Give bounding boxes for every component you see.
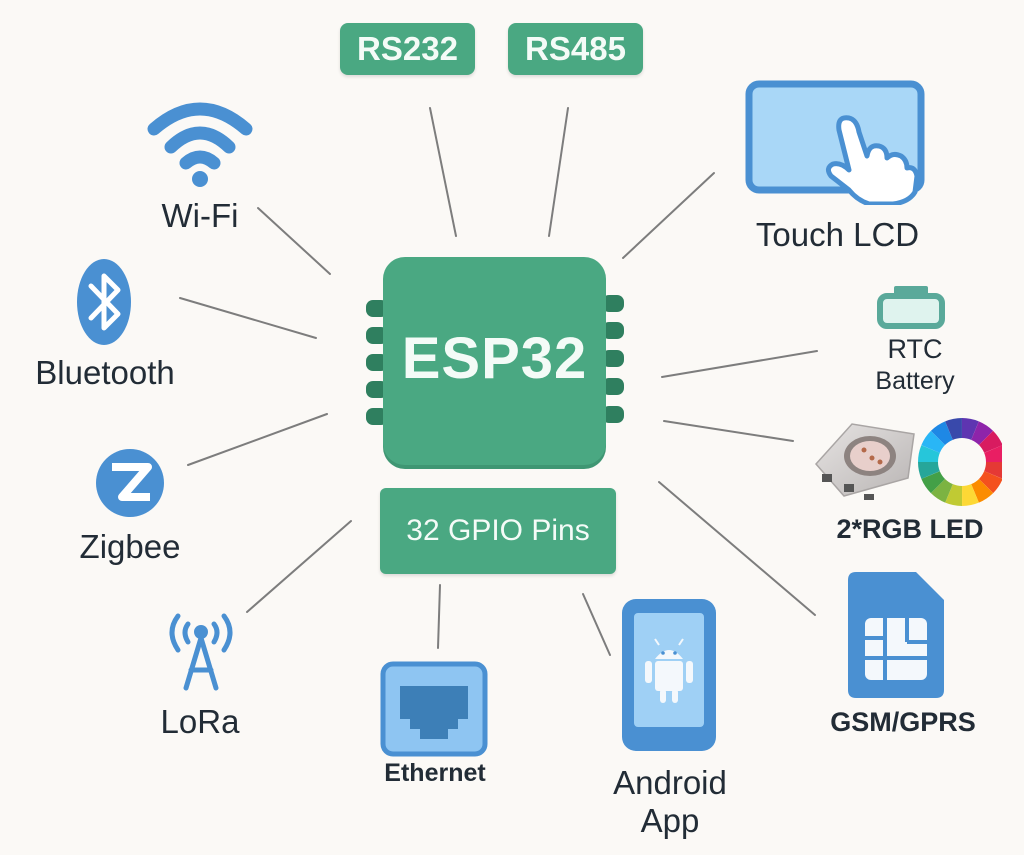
line-rs485: [548, 107, 569, 237]
line-rs232: [429, 107, 457, 237]
chip-pin: [602, 295, 624, 312]
chip-body: ESP32: [383, 257, 606, 465]
touch-lcd-label: Touch LCD: [755, 216, 920, 253]
chip-pin: [366, 327, 388, 344]
line-zigbee: [187, 413, 328, 466]
lora-antenna-icon: [169, 613, 233, 691]
chip-pin: [366, 381, 388, 398]
wifi-label: Wi-Fi: [161, 197, 239, 234]
line-lora: [246, 520, 352, 613]
rgb-led-label: 2*RGB LED: [836, 514, 984, 544]
smd-led: [814, 423, 915, 500]
ethernet-port-icon: [380, 661, 488, 757]
chip-pin: [366, 408, 388, 425]
rgb-led-icon: [814, 418, 1002, 506]
chip-pin: [602, 406, 624, 423]
android-label-line2: App: [640, 802, 700, 839]
chip-pin: [366, 300, 388, 317]
chip-label: ESP32: [401, 326, 588, 391]
line-touch: [622, 172, 715, 259]
rtc-label-line1: RTC: [887, 334, 943, 364]
line-gsm: [658, 481, 816, 616]
gsm-label: GSM/GPRS: [830, 707, 976, 737]
color-wheel: [918, 418, 1002, 506]
android-label-line1: Android: [613, 764, 727, 801]
sim-card-icon: [848, 572, 944, 698]
zigbee-icon: [96, 449, 164, 517]
android-phone-icon: [622, 599, 716, 751]
chip-pin: [602, 350, 624, 367]
gpio-pins-box: 32 GPIO Pins: [380, 488, 616, 574]
line-wifi: [257, 207, 331, 275]
bluetooth-icon: [77, 259, 131, 345]
line-ethernet: [437, 584, 441, 649]
chip-pin: [602, 378, 624, 395]
bluetooth-label: Bluetooth: [35, 354, 175, 391]
line-android: [582, 593, 611, 656]
line-rgb: [663, 420, 794, 442]
battery-icon: [877, 286, 945, 329]
wifi-icon: [147, 102, 253, 187]
chip-pin: [602, 322, 624, 339]
lora-label: LoRa: [160, 703, 240, 740]
rs485-tag: RS485: [508, 23, 643, 75]
zigbee-label: Zigbee: [79, 528, 181, 565]
rs232-tag: RS232: [340, 23, 475, 75]
line-rtc: [661, 350, 818, 378]
chip-pin: [366, 354, 388, 371]
ethernet-label: Ethernet: [384, 759, 486, 787]
line-bluetooth: [179, 297, 317, 339]
touch-screen-icon: [745, 80, 925, 205]
rtc-label-line2: Battery: [875, 367, 955, 395]
